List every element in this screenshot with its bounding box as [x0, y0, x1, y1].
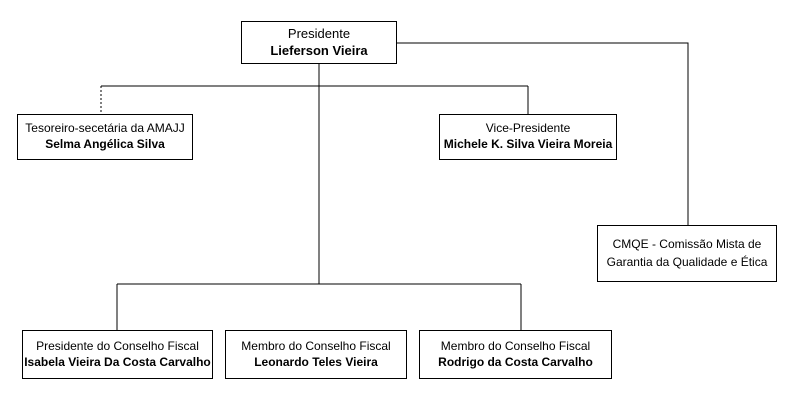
- role-label: Presidente do Conselho Fiscal: [36, 338, 199, 353]
- node-vice-president: Vice-Presidente Michele K. Silva Vieira …: [439, 114, 617, 160]
- role-label-line1: CMQE - Comissão Mista de: [612, 237, 762, 252]
- node-fiscal-president: Presidente do Conselho Fiscal Isabela Vi…: [22, 330, 213, 379]
- person-name: Michele K. Silva Vieira Moreia: [443, 137, 613, 151]
- role-label: Tesoreiro-secetária da AMAJJ: [25, 121, 185, 136]
- node-treasurer: Tesoreiro-secetária da AMAJJ Selma Angél…: [17, 114, 193, 160]
- role-label: Membro do Conselho Fiscal: [440, 338, 591, 353]
- person-name: Lieferson Vieira: [270, 42, 368, 58]
- node-president: Presidente Lieferson Vieira: [241, 21, 397, 64]
- person-name: Isabela Vieira Da Costa Carvalho: [24, 354, 211, 369]
- person-name: Rodrigo da Costa Carvalho: [438, 354, 593, 369]
- connector-president-to-cmqe: [397, 42, 689, 225]
- role-label: Membro do Conselho Fiscal: [241, 338, 391, 353]
- role-label: Presidente: [287, 25, 351, 41]
- node-cmqe: CMQE - Comissão Mista de Garantia da Qua…: [597, 225, 777, 282]
- person-name: Leonardo Teles Vieira: [254, 354, 378, 369]
- node-fiscal-member-1: Membro do Conselho Fiscal Leonardo Teles…: [225, 330, 407, 379]
- role-label: Vice-Presidente: [485, 121, 571, 136]
- role-label-line2: Garantia da Qualidade e Ética: [606, 254, 768, 269]
- person-name: Selma Angélica Silva: [45, 137, 165, 151]
- node-fiscal-member-2: Membro do Conselho Fiscal Rodrigo da Cos…: [419, 330, 612, 379]
